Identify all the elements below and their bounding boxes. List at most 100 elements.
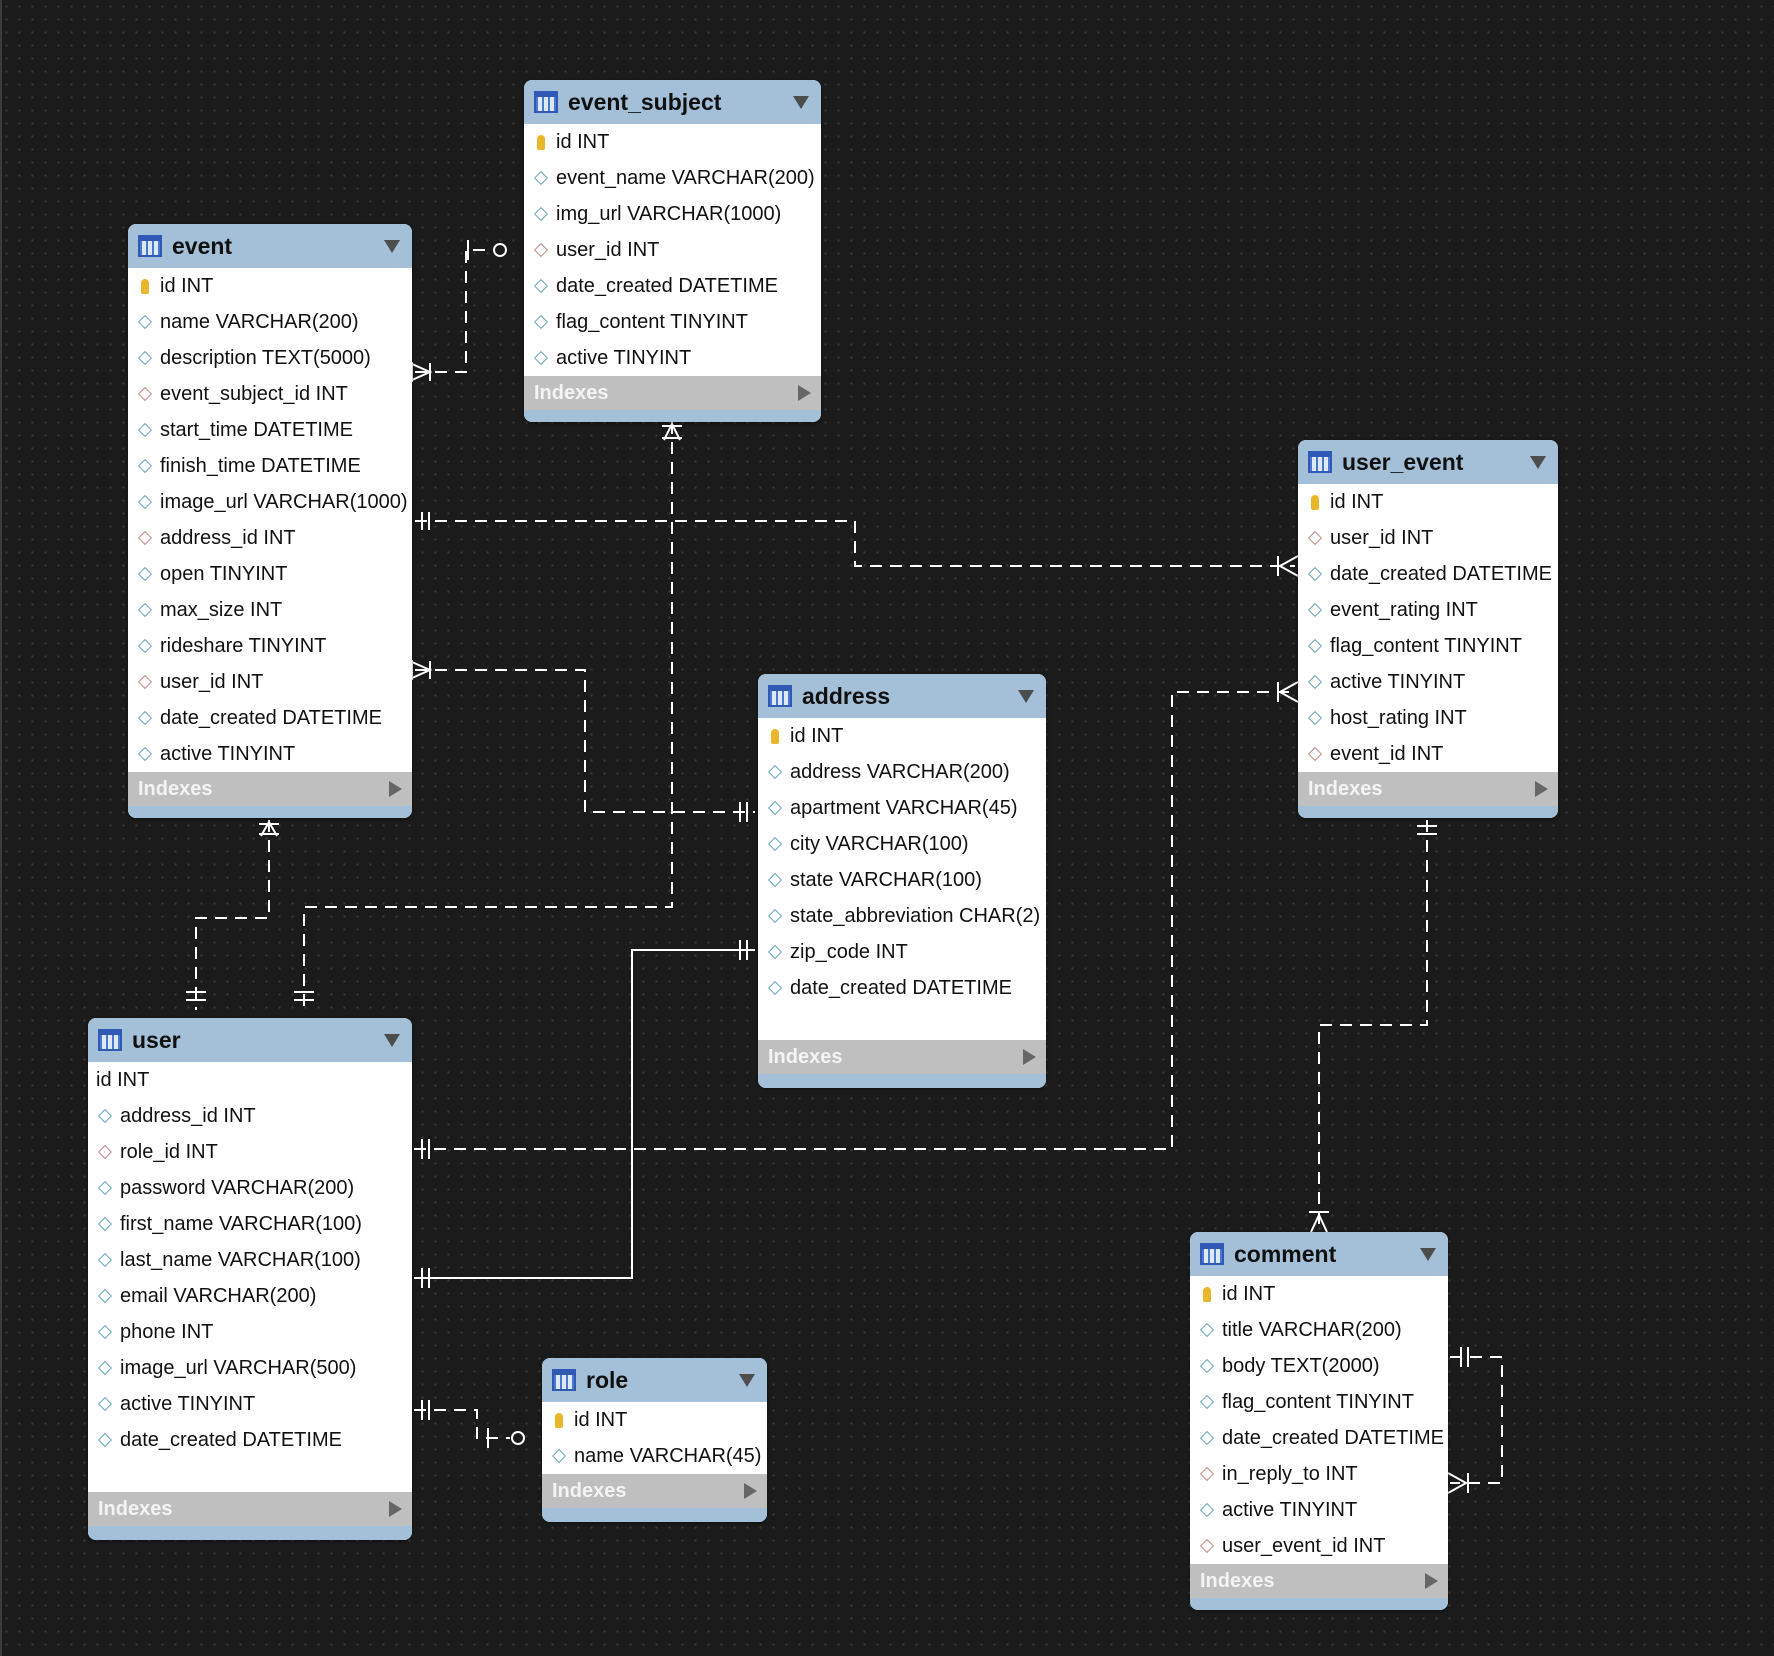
column-row[interactable]: state_abbreviation CHAR(2)	[758, 898, 1046, 934]
column-row[interactable]: flag_content TINYINT	[1190, 1384, 1448, 1420]
column-row[interactable]: event_rating INT	[1298, 592, 1558, 628]
column-row[interactable]: image_url VARCHAR(500)	[88, 1350, 412, 1386]
expand-icon[interactable]	[798, 385, 811, 401]
column-row[interactable]: apartment VARCHAR(45)	[758, 790, 1046, 826]
column-row[interactable]: user_id INT	[1298, 520, 1558, 556]
column-row[interactable]: body TEXT(2000)	[1190, 1348, 1448, 1384]
column-row[interactable]: password VARCHAR(200)	[88, 1170, 412, 1206]
connector-event-subject-user[interactable]	[294, 421, 682, 1010]
entity-header[interactable]: event_subject	[524, 80, 821, 124]
connector-event-user[interactable]	[186, 819, 279, 1010]
entity-header[interactable]: user_event	[1298, 440, 1558, 484]
column-row[interactable]: state VARCHAR(100)	[758, 862, 1046, 898]
column-row[interactable]: open TINYINT	[128, 556, 412, 592]
column-row[interactable]: phone INT	[88, 1314, 412, 1350]
entity-header[interactable]: address	[758, 674, 1046, 718]
column-row[interactable]: last_name VARCHAR(100)	[88, 1242, 412, 1278]
column-row[interactable]: user_id INT	[524, 232, 821, 268]
indexes-section[interactable]: Indexes	[128, 772, 412, 806]
expand-icon[interactable]	[1535, 781, 1548, 797]
column-row[interactable]: zip_code INT	[758, 934, 1046, 970]
connector-comment-self[interactable]	[1447, 1347, 1503, 1494]
column-row[interactable]: img_url VARCHAR(1000)	[524, 196, 821, 232]
entity-header[interactable]: role	[542, 1358, 767, 1402]
column-row[interactable]: host_rating INT	[1298, 700, 1558, 736]
indexes-section[interactable]: Indexes	[1298, 772, 1558, 806]
column-row[interactable]: date_created DATETIME	[1190, 1420, 1448, 1456]
connector-event-address[interactable]	[411, 660, 755, 822]
collapse-icon[interactable]	[1018, 689, 1034, 703]
column-row[interactable]: id INT	[88, 1062, 412, 1098]
column-row[interactable]: id INT	[1190, 1276, 1448, 1312]
column-row[interactable]: active TINYINT	[128, 736, 412, 772]
column-row[interactable]: user_event_id INT	[1190, 1528, 1448, 1564]
column-row[interactable]: date_created DATETIME	[524, 268, 821, 304]
column-row[interactable]: event_name VARCHAR(200)	[524, 160, 821, 196]
column-row[interactable]: finish_time DATETIME	[128, 448, 412, 484]
expand-icon[interactable]	[389, 1501, 402, 1517]
column-row[interactable]: date_created DATETIME	[88, 1422, 412, 1458]
column-row[interactable]: date_created DATETIME	[128, 700, 412, 736]
connector-user-user-event[interactable]	[414, 681, 1299, 1159]
column-row[interactable]: rideshare TINYINT	[128, 628, 412, 664]
collapse-icon[interactable]	[739, 1373, 755, 1387]
column-row[interactable]: address_id INT	[128, 520, 412, 556]
expand-icon[interactable]	[1425, 1573, 1438, 1589]
column-row[interactable]: in_reply_to INT	[1190, 1456, 1448, 1492]
column-row[interactable]: active TINYINT	[1298, 664, 1558, 700]
indexes-section[interactable]: Indexes	[758, 1040, 1046, 1074]
column-row[interactable]: flag_content TINYINT	[524, 304, 821, 340]
column-row[interactable]: id INT	[128, 268, 412, 304]
column-row[interactable]: city VARCHAR(100)	[758, 826, 1046, 862]
collapse-icon[interactable]	[384, 1033, 400, 1047]
column-row[interactable]: date_created DATETIME	[758, 970, 1046, 1006]
collapse-icon[interactable]	[1420, 1247, 1436, 1261]
collapse-icon[interactable]	[384, 239, 400, 253]
column-row[interactable]: date_created DATETIME	[1298, 556, 1558, 592]
column-row[interactable]: id INT	[1298, 484, 1558, 520]
column-row[interactable]: address_id INT	[88, 1098, 412, 1134]
indexes-section[interactable]: Indexes	[88, 1492, 412, 1526]
column-row[interactable]: email VARCHAR(200)	[88, 1278, 412, 1314]
entity-header[interactable]: event	[128, 224, 412, 268]
column-row[interactable]: name VARCHAR(200)	[128, 304, 412, 340]
connector-user-address[interactable]	[414, 940, 755, 1288]
column-row[interactable]: name VARCHAR(45)	[542, 1438, 767, 1474]
column-row[interactable]: first_name VARCHAR(100)	[88, 1206, 412, 1242]
expand-icon[interactable]	[744, 1483, 757, 1499]
column-row[interactable]: max_size INT	[128, 592, 412, 628]
collapse-icon[interactable]	[1530, 455, 1546, 469]
column-row[interactable]: image_url VARCHAR(1000)	[128, 484, 412, 520]
expand-icon[interactable]	[389, 781, 402, 797]
column-row[interactable]: active TINYINT	[88, 1386, 412, 1422]
connector-event-event-subject[interactable]	[411, 240, 507, 382]
indexes-section[interactable]: Indexes	[1190, 1564, 1448, 1598]
indexes-section[interactable]: Indexes	[524, 376, 821, 410]
entity-header[interactable]: comment	[1190, 1232, 1448, 1276]
column-row[interactable]: start_time DATETIME	[128, 412, 412, 448]
column-row[interactable]: title VARCHAR(200)	[1190, 1312, 1448, 1348]
column-row[interactable]: description TEXT(5000)	[128, 340, 412, 376]
column-row[interactable]: event_subject_id INT	[128, 376, 412, 412]
column-row[interactable]: flag_content TINYINT	[1298, 628, 1558, 664]
collapse-icon[interactable]	[793, 95, 809, 109]
connector-user-event-comment[interactable]	[1309, 820, 1437, 1233]
expand-icon[interactable]	[1023, 1049, 1036, 1065]
column-row[interactable]: active TINYINT	[1190, 1492, 1448, 1528]
column-row[interactable]: event_id INT	[1298, 736, 1558, 772]
entity-header[interactable]: user	[88, 1018, 412, 1062]
column-row[interactable]: id INT	[542, 1402, 767, 1438]
column-row[interactable]: role_id INT	[88, 1134, 412, 1170]
indexes-section[interactable]: Indexes	[542, 1474, 767, 1508]
column-row[interactable]: id INT	[758, 718, 1046, 754]
connector-event-user-event[interactable]	[415, 512, 1299, 577]
column-row[interactable]: address VARCHAR(200)	[758, 754, 1046, 790]
column-row[interactable]: active TINYINT	[524, 340, 821, 376]
